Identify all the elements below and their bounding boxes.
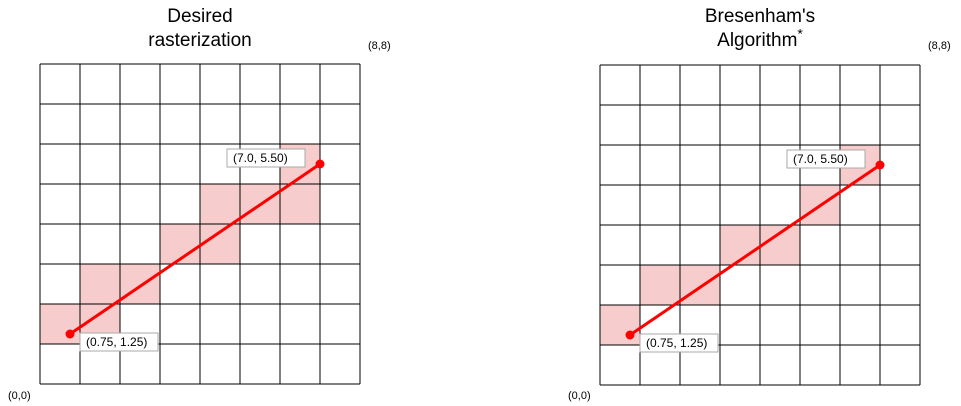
filled-pixel [199, 183, 241, 225]
filled-pixel [79, 263, 121, 305]
end-point-label-box [786, 149, 866, 169]
filled-pixel [119, 263, 161, 305]
line-segment [628, 163, 882, 337]
filled-pixel [759, 224, 801, 266]
end-point-label: (7.0, 5.50) [226, 148, 306, 168]
end-point-label-box [226, 148, 306, 168]
panel-title: Bresenham's Algorithm* [600, 5, 920, 53]
start-point [625, 330, 635, 340]
corner-label-bottom-left: (0,0) [568, 390, 591, 402]
start-point-label-text: (0.75, 1.25) [646, 336, 707, 350]
end-point-label-text: (7.0, 5.50) [233, 151, 288, 165]
corner-label-top-right: (8,8) [928, 40, 951, 52]
raster-grid: (0.75, 1.25) (7.0, 5.50) [39, 63, 361, 385]
title-line2-text: rasterization [148, 30, 252, 51]
corner-label-bottom-left: (0,0) [8, 390, 31, 402]
panel-title: Desired rasterization [40, 5, 360, 53]
start-point-label-text: (0.75, 1.25) [86, 335, 147, 349]
raster-grid: (0.75, 1.25) (7.0, 5.50) [599, 64, 921, 386]
filled-pixel [639, 264, 681, 306]
filled-pixel [159, 223, 201, 265]
title-line2: rasterization [40, 29, 360, 53]
filled-pixel [199, 223, 241, 265]
filled-pixel [679, 264, 721, 306]
title-sup: * [797, 25, 803, 42]
filled-pixel [599, 304, 641, 346]
panel-bresenham: Bresenham's Algorithm* (8,8) (0,0) (0.75… [560, 0, 961, 406]
start-point-label-box [639, 333, 719, 353]
filled-pixel [39, 303, 81, 345]
start-point-label-box [79, 332, 159, 352]
line-segment [68, 162, 322, 336]
start-point-label: (0.75, 1.25) [639, 333, 719, 353]
end-point-label: (7.0, 5.50) [786, 149, 866, 169]
panel-desired: Desired rasterization (8,8) (0,0) (0.75,… [0, 0, 420, 406]
title-line1: Bresenham's [704, 6, 816, 27]
end-point [875, 160, 885, 170]
end-point [315, 159, 325, 169]
start-point [65, 329, 75, 339]
start-point-label: (0.75, 1.25) [79, 332, 159, 352]
title-line2-text: Algorithm [717, 30, 798, 51]
corner-label-top-right: (8,8) [368, 40, 391, 52]
title-line1: Desired [167, 6, 233, 27]
title-line2: Algorithm* [600, 25, 920, 53]
end-point-label-text: (7.0, 5.50) [793, 152, 848, 166]
filled-pixel [279, 183, 321, 225]
